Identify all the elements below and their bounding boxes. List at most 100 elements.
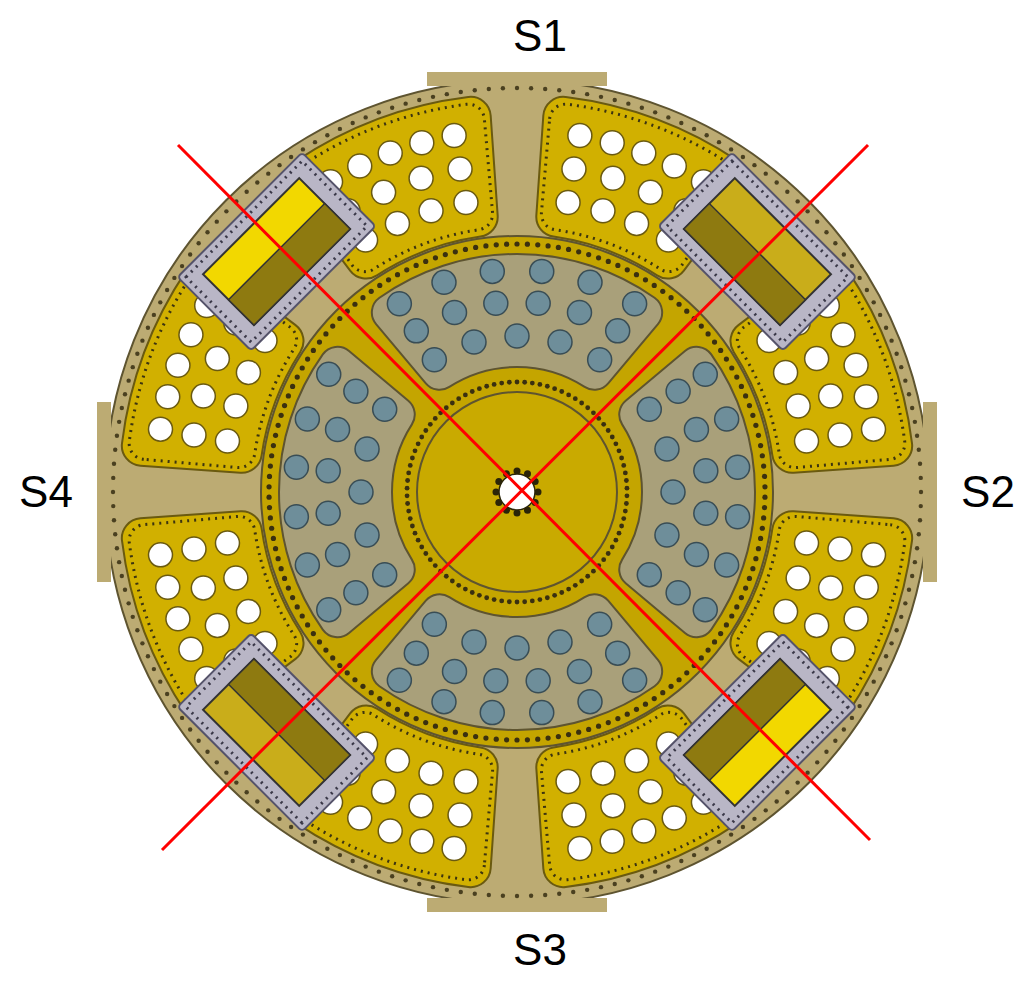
bolt-hole xyxy=(386,702,391,707)
panel-hole xyxy=(182,537,206,561)
side-label: S3 xyxy=(513,928,567,972)
bolt-hole xyxy=(623,470,628,475)
bolt-hole xyxy=(152,667,156,671)
bolt-hole xyxy=(624,501,629,506)
panel-hole xyxy=(236,360,260,384)
bolt-hole xyxy=(120,406,124,410)
panel-hole xyxy=(684,418,708,442)
bolt-hole xyxy=(360,295,365,300)
bolt-hole xyxy=(271,536,276,541)
panel-hole xyxy=(662,154,686,178)
panel-hole xyxy=(409,794,433,818)
bolt-hole xyxy=(739,595,744,600)
bolt-hole xyxy=(643,702,648,707)
panel-hole xyxy=(419,199,443,223)
bolt-hole xyxy=(624,478,629,483)
panel-hole xyxy=(410,131,434,155)
panel-hole xyxy=(844,607,868,631)
bolt-hole xyxy=(363,864,367,868)
panel-hole xyxy=(505,636,529,660)
bolt-hole xyxy=(559,389,564,394)
bolt-hole xyxy=(704,133,708,137)
panel-hole xyxy=(355,523,379,547)
panel-hole xyxy=(831,323,855,347)
bolt-hole xyxy=(289,155,293,159)
bolt-hole xyxy=(403,878,407,882)
panel-hole xyxy=(179,323,203,347)
bolt-hole xyxy=(573,396,578,401)
bolt-hole xyxy=(718,348,723,353)
side-label: S4 xyxy=(19,470,73,514)
bolt-hole xyxy=(684,309,689,314)
bolt-hole xyxy=(529,894,533,898)
edge-tab xyxy=(427,72,607,86)
bolt-hole xyxy=(276,556,281,561)
bolt-hole xyxy=(126,601,130,605)
panel-hole xyxy=(344,581,368,605)
panel-hole xyxy=(591,761,615,785)
inner-panel xyxy=(619,347,755,637)
bolt-hole xyxy=(625,267,630,272)
panel-hole xyxy=(348,806,372,830)
panel-hole xyxy=(625,749,649,773)
bolt-hole xyxy=(692,853,696,857)
bolt-hole xyxy=(459,90,463,94)
bolt-hole xyxy=(196,241,200,245)
bolt-hole xyxy=(483,735,488,740)
panel-hole xyxy=(625,211,649,235)
bolt-hole xyxy=(277,817,281,821)
bolt-hole xyxy=(419,545,424,550)
panel-hole xyxy=(606,641,630,665)
panel-hole xyxy=(349,480,373,504)
bolt-hole xyxy=(146,325,150,329)
module-shade xyxy=(229,659,351,781)
panel-hole xyxy=(442,837,466,861)
bolt-hole xyxy=(417,882,421,886)
panel-hole xyxy=(443,659,467,683)
side-label: S2 xyxy=(961,470,1015,514)
panel-hole xyxy=(505,324,529,348)
bolt-hole xyxy=(704,847,708,851)
bolt-hole xyxy=(585,888,589,892)
panel-hole xyxy=(786,566,810,590)
bolt-hole xyxy=(717,140,721,144)
centre-hole xyxy=(499,474,535,510)
bolt-hole xyxy=(158,679,162,683)
bolt-hole xyxy=(756,433,761,438)
bolt-hole xyxy=(266,495,271,500)
bolt-hole xyxy=(433,724,438,729)
panel-hole xyxy=(632,141,656,165)
panel-hole xyxy=(568,837,592,861)
panel-hole xyxy=(828,423,852,447)
bolt-hole xyxy=(473,892,477,896)
bolt-hole xyxy=(576,730,581,735)
bolt-hole xyxy=(623,509,628,514)
bolt-hole xyxy=(338,853,342,857)
bolt-hole xyxy=(743,586,748,591)
bolt-hole xyxy=(747,576,752,581)
bolt-hole xyxy=(556,734,561,739)
bolt-hole xyxy=(724,357,729,362)
bolt-ring xyxy=(405,380,630,605)
bolt-hole xyxy=(295,375,300,380)
bolt-hole xyxy=(752,163,756,167)
panel-hole xyxy=(655,523,679,547)
bolt-hole xyxy=(552,386,557,391)
bolt-hole xyxy=(267,474,272,479)
bolt-hole xyxy=(729,832,733,836)
bolt-hole xyxy=(596,724,601,729)
bolt-hole xyxy=(135,352,139,356)
bolt-hole xyxy=(286,586,291,591)
bolt-hole xyxy=(712,639,717,644)
panel-hole xyxy=(530,259,554,283)
bolt-hole xyxy=(668,684,673,689)
bolt-hole xyxy=(484,384,489,389)
panel-hole xyxy=(661,480,685,504)
bolt-hole xyxy=(188,727,192,731)
panel-hole xyxy=(326,418,350,442)
bolt-hole xyxy=(377,869,381,873)
panel-hole xyxy=(373,397,397,421)
panel-hole xyxy=(326,542,350,566)
panel-hole xyxy=(556,190,580,214)
